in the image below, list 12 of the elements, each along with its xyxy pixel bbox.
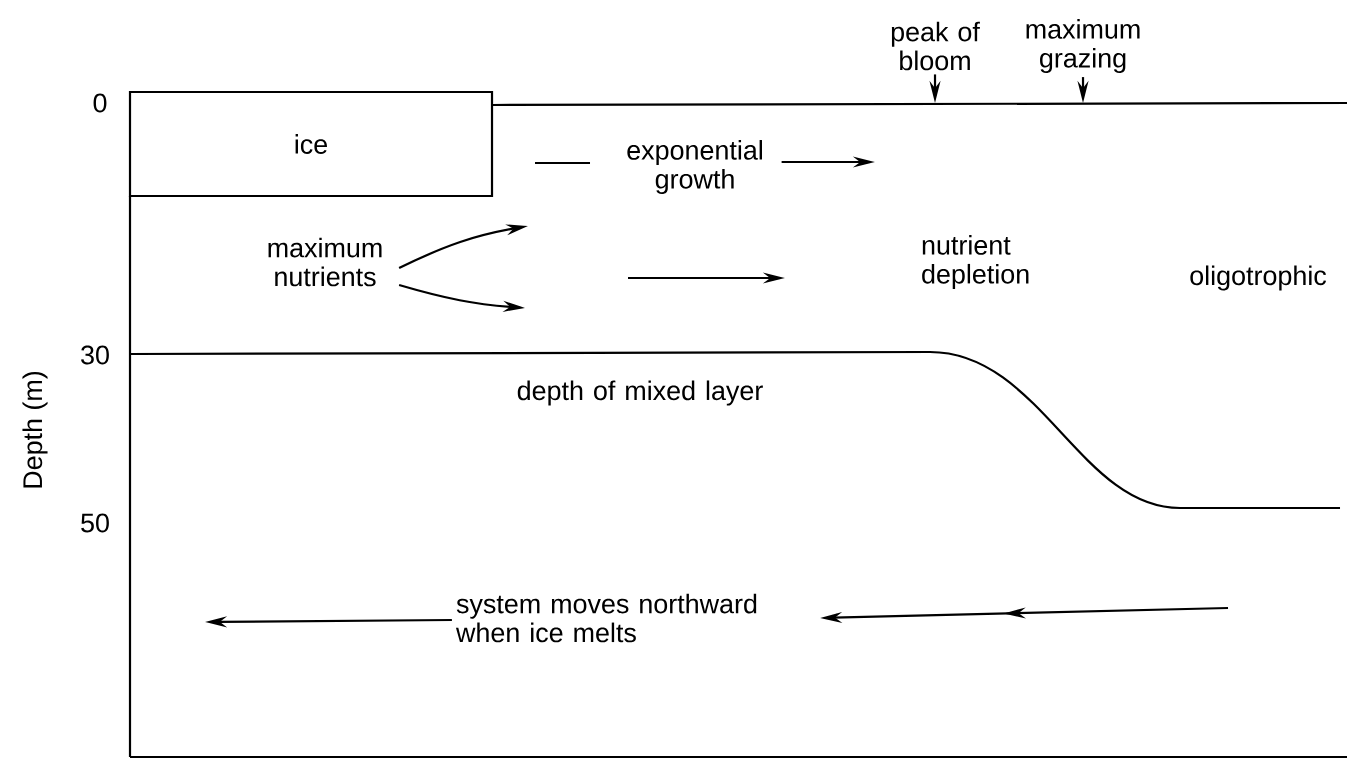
axis-title: Depth (m): [22, 371, 48, 488]
tick-label: 30: [81, 345, 109, 365]
text-label: maximum grazing: [1026, 19, 1140, 73]
text-label: depth of mixed layer: [517, 380, 763, 406]
text-label: system moves northward when ice melts: [455, 593, 757, 643]
text-label: exponential growth: [627, 140, 762, 194]
text-label: oligotrophic: [1190, 265, 1327, 291]
text-label: nutrient depletion: [922, 235, 1029, 289]
text-label: peak of bloom: [891, 21, 980, 71]
ice-box: ice: [128, 90, 494, 198]
tick-label: 50: [81, 513, 109, 533]
text-label: maximum nutrients: [268, 237, 382, 287]
